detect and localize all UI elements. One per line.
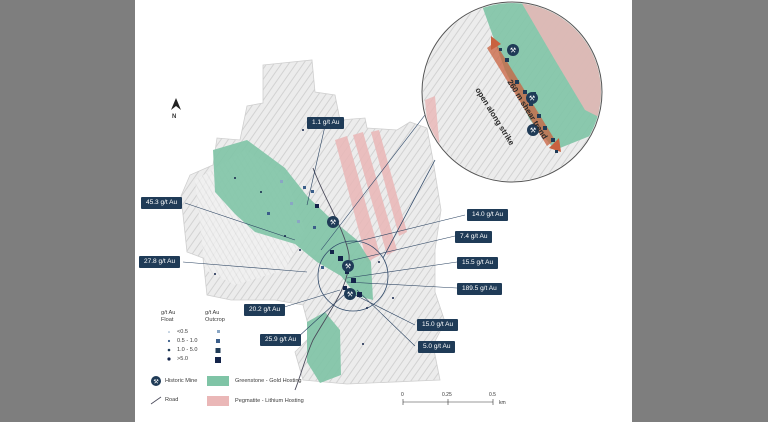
svg-text:⚒: ⚒ — [510, 47, 516, 55]
callout-1-1: 1.1 g/t Au — [307, 117, 345, 129]
legend-float-header: g/t Au Float — [161, 310, 176, 323]
legend-range-4: >5.0 — [177, 356, 189, 362]
svg-text:⚒: ⚒ — [330, 219, 336, 227]
callout-14-0: 14.0 g/t Au — [467, 209, 509, 221]
callout-189-5: 189.5 g/t Au — [457, 283, 502, 295]
scale-tick-05: 0.5 — [489, 392, 496, 398]
inset-connector — [382, 159, 436, 259]
callout-27-8: 27.8 g/t Au — [139, 256, 181, 268]
callout-20-2: 20.2 g/t Au — [244, 304, 286, 316]
north-arrow-icon — [171, 98, 181, 110]
svg-text:⚒: ⚒ — [153, 378, 159, 385]
north-label: N — [172, 114, 177, 120]
callout-leaders — [182, 125, 466, 347]
callout-25-9: 25.9 g/t Au — [260, 334, 302, 346]
callout-45-3: 45.3 g/t Au — [141, 197, 183, 209]
map-sheet: ⚒ ⚒ ⚒ — [135, 0, 632, 422]
scale-tick-025: 0.25 — [442, 392, 452, 398]
legend-shapes: ⚒ — [150, 330, 229, 406]
map-canvas: ⚒ ⚒ ⚒ — [150, 1, 603, 406]
legend-historic-mine: Historic Mine — [165, 378, 198, 384]
inset-map: ⚒ ⚒ ⚒ — [421, 1, 603, 183]
scale-bar — [402, 399, 494, 405]
road — [294, 167, 350, 391]
legend-range-3: 1.0 - 5.0 — [177, 347, 198, 353]
legend-road: Road — [165, 397, 179, 403]
legend-greenstone: Greenstone - Gold Hosting — [235, 378, 302, 384]
legend-outcrop-header: g/t Au Outcrop — [205, 310, 225, 323]
scale-unit: km — [499, 400, 506, 406]
svg-text:⚒: ⚒ — [529, 95, 535, 103]
svg-text:⚒: ⚒ — [345, 263, 351, 271]
callout-15-0: 15.0 g/t Au — [417, 319, 459, 331]
legend-range-2: 0.5 - 1.0 — [177, 338, 198, 344]
callout-5-0: 5.0 g/t Au — [418, 341, 456, 353]
callout-15-5: 15.5 g/t Au — [457, 257, 499, 269]
greenstone-zone — [213, 140, 373, 383]
svg-text:⚒: ⚒ — [347, 291, 353, 299]
legend-range-1: <0.5 — [177, 329, 189, 335]
focus-circle — [317, 240, 389, 312]
scale-tick-0: 0 — [401, 392, 404, 398]
sample-markers — [214, 129, 394, 345]
svg-text:⚒: ⚒ — [530, 127, 536, 135]
pegmatite-zone — [335, 130, 407, 262]
legend-pegmatite: Pegmatite - Lithium Hosting — [235, 398, 304, 404]
historic-mine-icons: ⚒ ⚒ ⚒ — [327, 216, 356, 300]
callout-7-4: 7.4 g/t Au — [455, 231, 493, 243]
